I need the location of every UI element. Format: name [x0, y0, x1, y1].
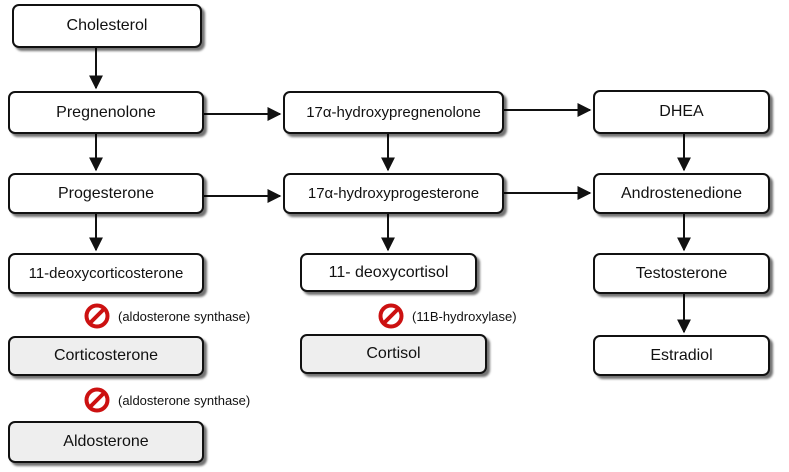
prohibited-icon: [84, 387, 110, 413]
inhibition-label: (11B-hydroxylase): [412, 308, 517, 324]
node-17a-hydroxypregnenolone: 17α-hydroxypregnenolone: [283, 91, 504, 134]
inhibition-label: (aldosterone synthase): [118, 392, 251, 408]
node-estradiol: Estradiol: [593, 335, 770, 376]
node-17a-hydroxyprogesterone: 17α-hydroxyprogesterone: [283, 173, 504, 214]
node-dhea: DHEA: [593, 90, 770, 134]
node-11-deoxycortisol: 11- deoxycortisol: [300, 253, 477, 292]
node-testosterone: Testosterone: [593, 253, 770, 294]
node-pregnenolone: Pregnenolone: [8, 91, 204, 134]
inhibition-label: (aldosterone synthase): [118, 308, 251, 324]
node-aldosterone: Aldosterone: [8, 421, 204, 463]
inhibition-aldosterone-synthase-1: (aldosterone synthase): [84, 303, 250, 329]
inhibition-aldosterone-synthase-2: (aldosterone synthase): [84, 387, 250, 413]
inhibition-11b-hydroxylase: (11B-hydroxylase): [378, 303, 517, 329]
node-corticosterone: Corticosterone: [8, 336, 204, 376]
node-cholesterol: Cholesterol: [12, 4, 202, 48]
prohibited-icon: [84, 303, 110, 329]
prohibited-icon: [378, 303, 404, 329]
node-cortisol: Cortisol: [300, 334, 487, 374]
node-progesterone: Progesterone: [8, 173, 204, 214]
node-11-deoxycorticosterone: 11-deoxycorticosterone: [8, 253, 204, 294]
node-androstenedione: Androstenedione: [593, 173, 770, 214]
